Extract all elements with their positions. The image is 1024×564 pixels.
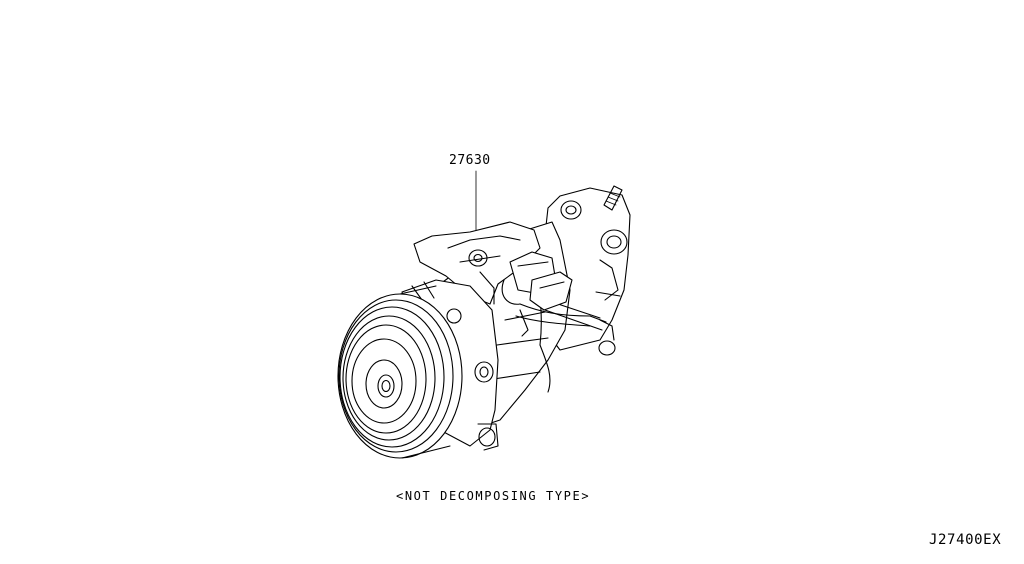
clutch-pulley <box>337 285 463 459</box>
diagram-caption: <NOT DECOMPOSING TYPE> <box>396 489 591 503</box>
control-valve-block <box>413 221 541 305</box>
diagram-code: J27400EX <box>929 532 1002 548</box>
pressure-relief-valve <box>603 185 623 211</box>
part-number-label: 27630 <box>449 153 491 168</box>
wire-connector <box>501 251 607 337</box>
